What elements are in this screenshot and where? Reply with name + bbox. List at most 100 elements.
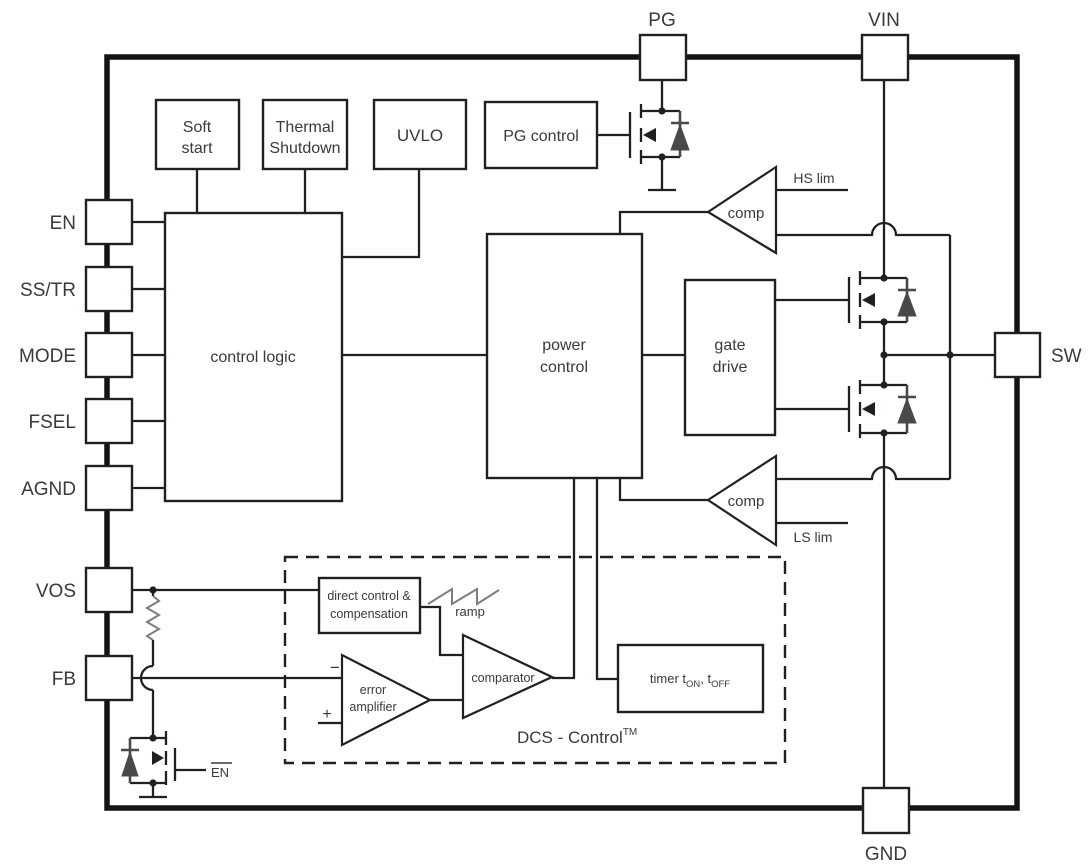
wire-hop-over-fb xyxy=(139,664,154,692)
junction-dot xyxy=(658,107,666,115)
pg-control-label: PG control xyxy=(503,128,579,145)
pin-en-label: EN xyxy=(50,213,76,234)
ramp-label: ramp xyxy=(455,604,485,619)
control-logic-label: control logic xyxy=(210,349,295,366)
error-amp-label-line2: amplifier xyxy=(349,700,396,714)
error-amplifier xyxy=(340,653,433,747)
gate-drive-label-line1: gate xyxy=(714,337,745,354)
junction-dot xyxy=(880,318,888,326)
wire-ls-sense xyxy=(776,465,950,481)
en-bar-label: EN xyxy=(211,765,229,780)
dcs-control-region xyxy=(283,555,787,765)
ls-lim-label: LS lim xyxy=(794,529,833,545)
hs-current-comparator xyxy=(705,164,778,255)
ls-fet-body-diode-icon xyxy=(897,397,917,424)
comparator-label: comparator xyxy=(471,671,534,685)
comparator xyxy=(461,633,555,720)
timer-label-sub-off: OFF xyxy=(711,679,730,690)
pin-fb xyxy=(84,654,134,702)
pin-en xyxy=(84,198,134,246)
gate-drive-label-line2: drive xyxy=(713,359,748,376)
block-gate-drive xyxy=(683,278,777,437)
pin-pg xyxy=(638,33,688,82)
wire-powercontrol-to-timer xyxy=(595,478,618,681)
wire-ramp-to-comparator xyxy=(420,605,463,657)
direct-control-label-line2: compensation xyxy=(330,607,408,621)
soft-start-label-line1: Soft xyxy=(183,119,212,136)
pin-pg-label: PG xyxy=(648,10,675,31)
pins xyxy=(84,33,1042,835)
block-thermal-shutdown xyxy=(261,98,349,171)
pin-fsel xyxy=(84,397,134,445)
junction-dot xyxy=(149,779,157,787)
pin-agnd-label: AGND xyxy=(21,479,76,500)
junction-dot xyxy=(880,274,888,282)
direct-control-label-line1: direct control & xyxy=(327,589,411,603)
pin-gnd xyxy=(861,786,911,835)
junction-dot xyxy=(658,153,666,161)
block-soft-start xyxy=(154,98,241,171)
thermal-label-line1: Thermal xyxy=(276,119,335,136)
dcs-control-title: DCS - ControlTM xyxy=(517,727,637,747)
wire-uvlo-to-logic xyxy=(342,169,421,259)
dis-fet-body-diode-icon xyxy=(121,750,139,777)
ls-current-comparator xyxy=(705,453,778,548)
pin-ss-tr xyxy=(84,265,134,313)
hs-fet-body-diode-icon xyxy=(897,290,917,317)
ramp-waveform-icon xyxy=(427,587,500,606)
block-power-control xyxy=(485,232,644,480)
timer-label-mid: , t xyxy=(700,671,711,686)
power-control-label-line1: power xyxy=(542,337,586,354)
ls-comp-label: comp xyxy=(728,493,765,510)
high-side-mosfet xyxy=(775,271,917,329)
low-side-mosfet xyxy=(775,351,954,438)
junction-dot xyxy=(880,429,888,437)
pin-agnd xyxy=(84,464,134,512)
thermal-label-line2: Shutdown xyxy=(269,140,340,157)
pg-fet-body-diode-icon xyxy=(670,123,690,151)
junction-dot xyxy=(946,351,954,359)
sw-node-dot xyxy=(880,351,888,359)
dis-fet-body-arrow-icon xyxy=(152,751,164,765)
pin-vin xyxy=(860,33,910,82)
error-amp-label-line1: error xyxy=(360,683,386,697)
hs-fet-body-arrow-icon xyxy=(862,293,875,307)
error-amp-minus-label: − xyxy=(330,658,340,677)
soft-start-label-line2: start xyxy=(181,140,213,157)
error-amp-plus-label: + xyxy=(322,706,331,723)
pin-sw-label: SW xyxy=(1051,346,1082,367)
pin-gnd-label: GND xyxy=(865,844,907,865)
wire-hs-sense xyxy=(776,221,950,237)
junction-dot xyxy=(149,734,157,742)
timer-label-prefix: timer t xyxy=(650,671,687,686)
dcs-control-title-text: DCS - Control xyxy=(517,728,623,747)
uvlo-label: UVLO xyxy=(397,126,443,145)
pin-mode xyxy=(84,331,134,379)
resistor-icon xyxy=(145,595,161,641)
fb-discharge-mosfet: EN xyxy=(121,731,232,799)
timer-label: timer tON, tOFF xyxy=(650,671,730,690)
pg-mosfet xyxy=(597,104,690,192)
pin-sw xyxy=(993,331,1042,379)
pin-fsel-label: FSEL xyxy=(28,412,76,433)
wires xyxy=(132,80,997,788)
pin-ss-tr-label: SS/TR xyxy=(20,280,76,301)
wire-hscomp-to-powercontrol xyxy=(618,210,708,235)
block-direct-control xyxy=(317,576,422,635)
power-control-label-line2: control xyxy=(540,359,588,376)
pin-fb-label: FB xyxy=(52,669,76,690)
hs-comp-label: comp xyxy=(728,205,765,222)
block-uvlo xyxy=(372,98,468,171)
block-control-logic xyxy=(163,211,344,503)
junction-dot xyxy=(880,381,888,389)
pg-fet-body-arrow-icon xyxy=(643,128,656,142)
timer-label-sub-on: ON xyxy=(686,679,700,690)
hs-lim-label: HS lim xyxy=(793,170,834,186)
pin-vos xyxy=(84,566,134,614)
block-timer xyxy=(616,643,765,714)
pin-vin-label: VIN xyxy=(868,10,900,31)
pin-mode-label: MODE xyxy=(19,346,76,367)
ls-fet-body-arrow-icon xyxy=(862,402,875,416)
